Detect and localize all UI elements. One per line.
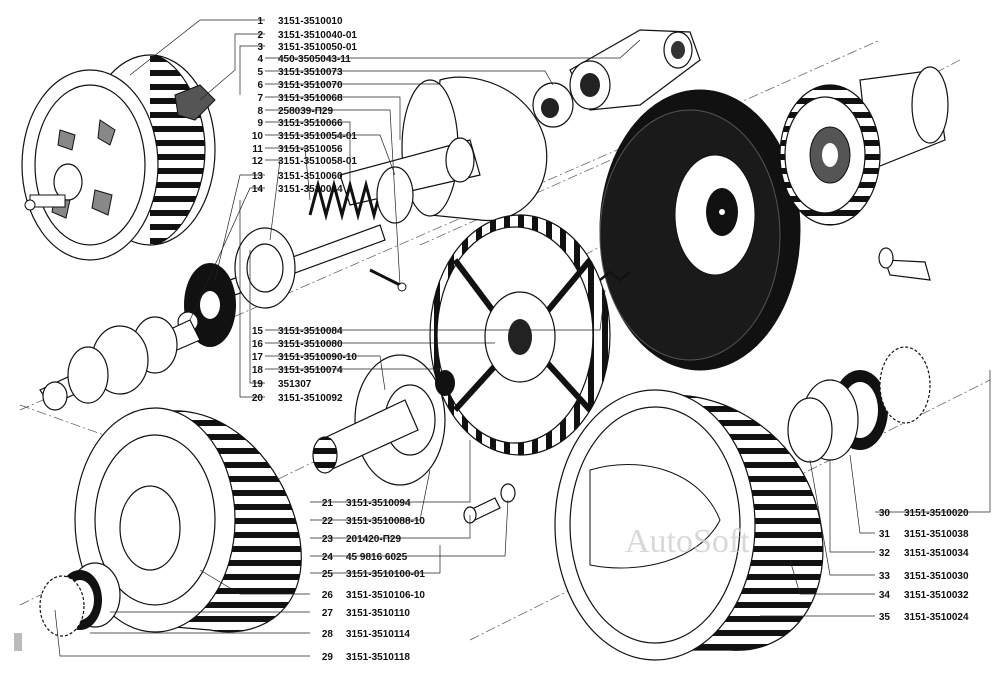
callout-part-code: 3151-3510030 [904, 571, 969, 582]
callout-part-code: 201420-П29 [346, 534, 401, 545]
callout-number: 29 [322, 652, 334, 663]
callout-labels: 1 3151-3510010 2 3151-3510040-01 3 3151-35100… [252, 16, 969, 663]
part-bolt-right [878, 247, 931, 281]
part-drum-right [554, 389, 824, 661]
callout-part-code: 351307 [278, 379, 312, 390]
part-1-booster [21, 54, 216, 261]
callout-part-code: 3151-3510024 [904, 612, 969, 623]
callout-number: 22 [322, 516, 334, 527]
part-yoke [532, 29, 701, 128]
callout-part-code: 3151-3510080 [278, 339, 343, 350]
callout-number: 13 [252, 171, 264, 182]
callout-part-code: 3151-3510100-01 [346, 569, 425, 580]
callout-number: 9 [257, 118, 263, 129]
callout-number: 4 [257, 54, 263, 65]
callout-number: 20 [252, 393, 264, 404]
callout-number: 16 [252, 339, 264, 350]
callout-part-code: 3151-3510040-01 [278, 30, 357, 41]
callout-number: 8 [257, 106, 263, 117]
callout-number: 3 [257, 42, 263, 53]
callout-number: 15 [252, 326, 264, 337]
callout-part-code: 3151-3510090-10 [278, 352, 357, 363]
part-drum-left [74, 407, 302, 633]
callout-number: 7 [257, 93, 263, 104]
callout-number: 34 [879, 590, 891, 601]
callout-number: 11 [252, 144, 263, 155]
callout-number: 21 [322, 498, 334, 509]
callout-number: 25 [322, 569, 334, 580]
callout-part-code: 3151-3510070 [278, 80, 343, 91]
callout-part-code: 3151-3510118 [346, 652, 410, 663]
callout-part-code: 3151-3510092 [278, 393, 343, 404]
callout-part-code: 3151-3510106-10 [346, 590, 425, 601]
callout-number: 31 [879, 529, 891, 540]
watermark: AutoSoft [625, 523, 750, 560]
callout-number: 28 [322, 629, 334, 640]
callout-number: 30 [879, 508, 891, 519]
callout-number: 35 [879, 612, 891, 623]
callout-number: 19 [252, 379, 264, 390]
callout-part-code: 3151-3510068 [278, 93, 343, 104]
callout-part-code: 45 9816 6025 [346, 552, 408, 563]
callout-part-code: 3151-3510073 [278, 67, 343, 78]
callout-part-code: 3151-3510032 [904, 590, 969, 601]
callout-part-code: 3151-3510064 [278, 184, 343, 195]
corner-mark [14, 633, 22, 651]
callout-part-code: 450-3505043-11 [278, 54, 351, 65]
callout-number: 17 [252, 352, 264, 363]
leader-lines [54, 19, 991, 657]
callout-number: 5 [257, 67, 263, 78]
callout-number: 6 [257, 80, 263, 91]
callout-part-code: 3151-3510058-01 [278, 156, 357, 167]
callout-number: 2 [257, 30, 263, 41]
callout-part-code: 3151-3510054-01 [278, 131, 357, 142]
callout-part-code: 3151-3510114 [346, 629, 410, 640]
callout-part-code: 3151-3510034 [904, 548, 969, 559]
callout-number: 18 [252, 365, 264, 376]
callout-number: 14 [252, 184, 264, 195]
callout-part-code: 3151-3510074 [278, 365, 343, 376]
part-black-disc [599, 89, 801, 371]
callout-number: 27 [322, 608, 334, 619]
callout-part-code: 3151-3510110 [346, 608, 410, 619]
callout-part-code: 3151-3510050-01 [278, 42, 357, 53]
callout-number: 23 [322, 534, 334, 545]
callout-number: 12 [252, 156, 264, 167]
callout-part-code: 3151-3510088-10 [346, 516, 425, 527]
part-seals-left [39, 562, 121, 637]
callout-part-code: 3151-3510094 [346, 498, 411, 509]
callout-part-code: 3151-3510038 [904, 529, 969, 540]
callout-part-code: 3151-3510056 [278, 144, 343, 155]
callout-number: 33 [879, 571, 891, 582]
part-seals-right [787, 346, 931, 463]
part-flange-shaft [312, 354, 455, 486]
part-flange-hub [779, 66, 949, 226]
callout-part-code: 3151-3510084 [278, 326, 343, 337]
callout-part-code: 258039-П29 [278, 106, 333, 117]
callout-number: 24 [322, 552, 334, 563]
callout-part-code: 3151-3510010 [278, 16, 343, 27]
callout-number: 32 [879, 548, 891, 559]
callout-part-code: 3151-3510060 [278, 171, 343, 182]
callout-number: 26 [322, 590, 334, 601]
callout-number: 10 [252, 131, 264, 142]
part-shaft-left [39, 316, 201, 411]
callout-part-code: 3151-3510020 [904, 508, 969, 519]
callout-number: 1 [257, 16, 263, 27]
part-piston [401, 76, 548, 222]
part-spoked-wheel [429, 214, 611, 456]
callout-part-code: 3151-3510066 [278, 118, 343, 129]
